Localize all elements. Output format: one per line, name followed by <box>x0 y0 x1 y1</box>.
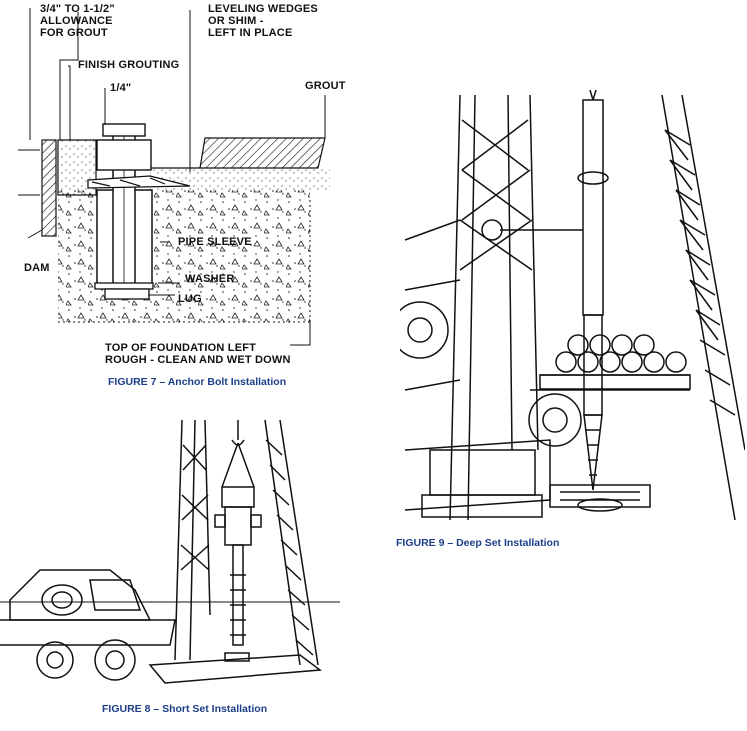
washer-label: WASHER <box>185 273 235 285</box>
figure-9-caption: FIGURE 9 – Deep Set Installation <box>396 537 560 549</box>
figure-8-caption: FIGURE 8 – Short Set Installation <box>102 703 268 715</box>
anchor-bolt-diagram <box>18 8 330 346</box>
deep-set-illustration <box>400 90 745 521</box>
dam-label: DAM <box>24 262 50 274</box>
allowance-label: 3/4" TO 1-1/2" ALLOWANCE FOR GROUT <box>40 3 115 39</box>
short-set-illustration <box>0 419 340 684</box>
quarter-inch-label: 1/4" <box>110 82 132 94</box>
lug-label: LUG <box>178 293 202 305</box>
figure-7-caption: FIGURE 7 – Anchor Bolt Installation <box>108 376 287 388</box>
foundation-label: TOP OF FOUNDATION LEFT ROUGH - CLEAN AND… <box>105 342 291 366</box>
pipe-sleeve-label: PIPE SLEEVE <box>178 236 252 248</box>
grout-label: GROUT <box>305 80 346 92</box>
finish-grouting-label: FINISH GROUTING <box>78 59 180 71</box>
leveling-wedges-label: LEVELING WEDGES OR SHIM - LEFT IN PLACE <box>208 3 318 39</box>
